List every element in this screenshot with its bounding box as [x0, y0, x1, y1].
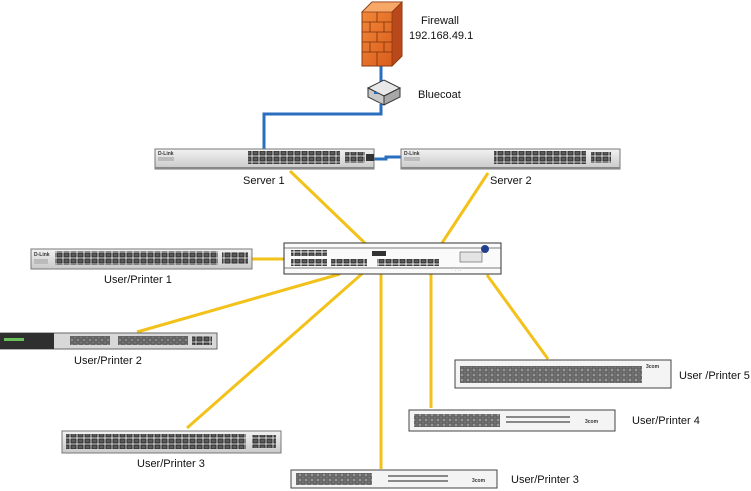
firewall-brick-icon [361, 1, 403, 67]
server2-brand: D-Link [404, 151, 420, 157]
up3a-label: User/Printer 3 [137, 458, 205, 470]
proxy-appliance-icon [366, 79, 402, 106]
link-up3a-core [186, 270, 365, 430]
up4-label: User/Printer 4 [632, 415, 700, 427]
up3b-label: User/Printer 3 [511, 474, 579, 486]
up2-label: User/Printer 2 [74, 355, 142, 367]
links [136, 65, 550, 469]
up4-switch[interactable]: 3com User/Printer 4 [408, 409, 700, 432]
link-up5-core [485, 274, 550, 360]
core-switch[interactable]: · · · [283, 242, 502, 275]
up1-brand: D-Link [34, 252, 50, 258]
server1-switch[interactable]: D-Link Server 1 [154, 148, 375, 187]
server1-label: Server 1 [243, 175, 285, 187]
core-chassis-switch-icon: · · · [283, 242, 502, 275]
up5-switch[interactable]: 3com User /Printer 5 [454, 359, 750, 389]
bluecoat-label: Bluecoat [418, 89, 461, 101]
link-up2-core [136, 272, 341, 334]
server2-switch[interactable]: D-Link Server 2 [400, 148, 621, 187]
up4-brand: 3com [585, 419, 599, 425]
server1-brand: D-Link [158, 151, 174, 157]
link-server1-core [288, 169, 372, 250]
up1-switch[interactable]: D-Link User/Printer 1 [30, 248, 253, 286]
up2-switch[interactable]: User/Printer 2 [0, 332, 218, 367]
link-bluecoat-server1 [262, 104, 383, 150]
firewall-ip: 192.168.49.1 [409, 30, 473, 42]
server2-label: Server 2 [490, 175, 532, 187]
up5-brand: 3com [646, 364, 660, 370]
up1-label: User/Printer 1 [104, 274, 172, 286]
up3b-brand: 3com [472, 478, 486, 484]
svg-text:· · ·: · · · [455, 268, 461, 273]
firewall-node[interactable]: Firewall 192.168.49.1 [361, 1, 473, 67]
up5-label: User /Printer 5 [679, 370, 750, 382]
up3b-switch[interactable]: 3com User/Printer 3 [290, 469, 579, 489]
bluecoat-node[interactable]: Bluecoat [366, 79, 461, 106]
up3a-switch[interactable]: User/Printer 3 [61, 430, 282, 470]
link-server1-server2 [374, 155, 401, 161]
firewall-label: Firewall [421, 15, 459, 27]
link-server2-core [438, 172, 490, 247]
